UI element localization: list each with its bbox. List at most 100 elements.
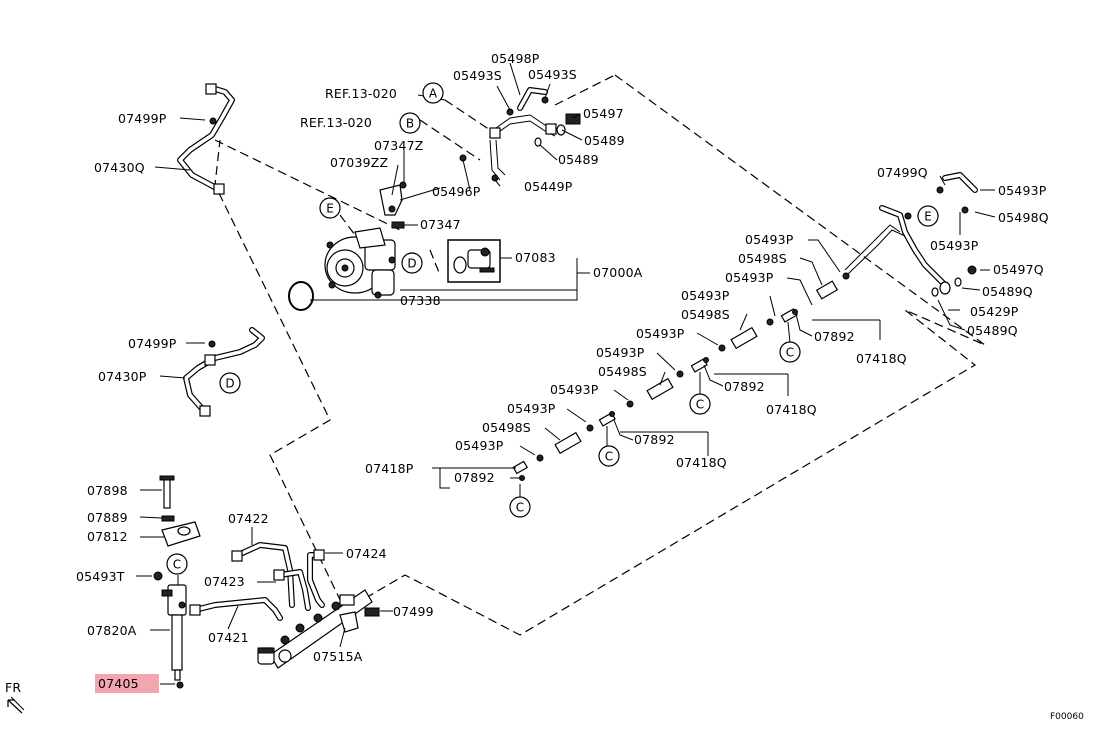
label-07812[interactable]: 07812 bbox=[87, 529, 128, 544]
label-05493P[interactable]: 05493P bbox=[507, 401, 556, 416]
svg-text:C: C bbox=[605, 450, 613, 464]
label-07418Q[interactable]: 07418Q bbox=[766, 402, 817, 417]
label-05489Q[interactable]: 05489Q bbox=[967, 323, 1018, 338]
label-07515A[interactable]: 07515A bbox=[313, 649, 363, 664]
return-chain-row3[interactable] bbox=[536, 411, 616, 462]
return-pipe-right[interactable] bbox=[842, 172, 978, 297]
label-07499P[interactable]: 07499P bbox=[118, 111, 167, 126]
svg-text:B: B bbox=[406, 117, 414, 131]
common-rail-07515A[interactable] bbox=[257, 589, 380, 669]
pipe-07430Q[interactable] bbox=[177, 83, 235, 195]
callout-c-row4: C bbox=[509, 496, 531, 518]
fr-label: FR bbox=[5, 680, 21, 695]
return-pipe-top[interactable] bbox=[459, 87, 581, 182]
label-05497Q[interactable]: 05497Q bbox=[993, 262, 1044, 277]
label-ref-13-020[interactable]: REF.13-020 bbox=[325, 86, 397, 101]
label-07418Q[interactable]: 07418Q bbox=[856, 351, 907, 366]
label-07430P[interactable]: 07430P bbox=[98, 369, 147, 384]
return-chain-row4[interactable] bbox=[512, 460, 529, 481]
label-07889[interactable]: 07889 bbox=[87, 510, 128, 525]
label-05498S[interactable]: 05498S bbox=[738, 251, 787, 266]
injection-pipes[interactable] bbox=[189, 542, 325, 621]
label-07422[interactable]: 07422 bbox=[228, 511, 269, 526]
label-05493S[interactable]: 05493S bbox=[528, 67, 577, 82]
label-05498S[interactable]: 05498S bbox=[598, 364, 647, 379]
bolt-07347[interactable] bbox=[391, 221, 405, 229]
label-07892[interactable]: 07892 bbox=[454, 470, 495, 485]
label-07421[interactable]: 07421 bbox=[208, 630, 249, 645]
label-07499Q[interactable]: 07499Q bbox=[877, 165, 928, 180]
label-05493S[interactable]: 05493S bbox=[453, 68, 502, 83]
return-chain-row1[interactable] bbox=[718, 280, 839, 352]
label-05498S[interactable]: 05498S bbox=[681, 307, 730, 322]
fitting bbox=[213, 183, 225, 195]
label-05493P[interactable]: 05493P bbox=[998, 183, 1047, 198]
o-ring-07338[interactable] bbox=[288, 281, 314, 311]
label-07418P[interactable]: 07418P bbox=[365, 461, 414, 476]
label-05489[interactable]: 05489 bbox=[584, 133, 625, 148]
label-07423[interactable]: 07423 bbox=[204, 574, 245, 589]
label-05493P[interactable]: 05493P bbox=[681, 288, 730, 303]
label-05449P[interactable]: 05449P bbox=[524, 179, 573, 194]
label-07039ZZ[interactable]: 07039ZZ bbox=[330, 155, 388, 170]
label-07898[interactable]: 07898 bbox=[87, 483, 128, 498]
label-07338[interactable]: 07338 bbox=[400, 293, 441, 308]
callout-e-right: E bbox=[917, 205, 939, 227]
label-07499[interactable]: 07499 bbox=[393, 604, 434, 619]
fitting bbox=[199, 405, 211, 417]
return-chain-row2[interactable] bbox=[626, 357, 709, 408]
pipe-07430P[interactable] bbox=[183, 327, 265, 417]
label-05498P[interactable]: 05498P bbox=[491, 51, 540, 66]
svg-text:E: E bbox=[326, 202, 334, 216]
label-05496P[interactable]: 05496P bbox=[432, 184, 481, 199]
svg-text:E: E bbox=[924, 210, 932, 224]
svg-text:C: C bbox=[786, 346, 794, 360]
label-05493P[interactable]: 05493P bbox=[725, 270, 774, 285]
label-07430Q[interactable]: 07430Q bbox=[94, 160, 145, 175]
bracket-07039ZZ[interactable] bbox=[379, 181, 407, 216]
figure-code: F00060 bbox=[1050, 712, 1084, 722]
label-07347Z[interactable]: 07347Z bbox=[374, 138, 424, 153]
label-07820A[interactable]: 07820A bbox=[87, 623, 137, 638]
valve-07083[interactable] bbox=[447, 239, 501, 283]
svg-text:C: C bbox=[516, 501, 524, 515]
callout-c-row1: C bbox=[779, 341, 801, 363]
label-05493P[interactable]: 05493P bbox=[596, 345, 645, 360]
label-05489Q[interactable]: 05489Q bbox=[982, 284, 1033, 299]
callout-e-left: E bbox=[319, 197, 341, 219]
label-07499P[interactable]: 07499P bbox=[128, 336, 177, 351]
label-05493P[interactable]: 05493P bbox=[550, 382, 599, 397]
svg-text:A: A bbox=[429, 87, 438, 101]
dashed-boundaries bbox=[214, 74, 986, 636]
label-05493P[interactable]: 05493P bbox=[636, 326, 685, 341]
label-07347[interactable]: 07347 bbox=[420, 217, 461, 232]
label-07424[interactable]: 07424 bbox=[346, 546, 387, 561]
label-07892[interactable]: 07892 bbox=[724, 379, 765, 394]
label-07405[interactable]: 07405 bbox=[98, 676, 139, 691]
callout-d-pump: D bbox=[401, 252, 423, 274]
injector-07820A[interactable] bbox=[153, 475, 201, 689]
label-07892[interactable]: 07892 bbox=[814, 329, 855, 344]
label-05498Q[interactable]: 05498Q bbox=[998, 210, 1049, 225]
label-07892[interactable]: 07892 bbox=[634, 432, 675, 447]
label-05493P[interactable]: 05493P bbox=[745, 232, 794, 247]
label-ref-13-020[interactable]: REF.13-020 bbox=[300, 115, 372, 130]
svg-text:C: C bbox=[696, 398, 704, 412]
label-07000A[interactable]: 07000A bbox=[593, 265, 643, 280]
label-05429P[interactable]: 05429P bbox=[970, 304, 1019, 319]
label-07418Q[interactable]: 07418Q bbox=[676, 455, 727, 470]
fuel-pump-07000A[interactable] bbox=[324, 227, 396, 299]
callout-c-row3: C bbox=[598, 445, 620, 467]
label-05497[interactable]: 05497 bbox=[583, 106, 624, 121]
highlight-07405 bbox=[95, 674, 159, 693]
fitting bbox=[205, 83, 217, 95]
label-05493P[interactable]: 05493P bbox=[455, 438, 504, 453]
callout-c-row2: C bbox=[689, 393, 711, 415]
label-07083[interactable]: 07083 bbox=[515, 250, 556, 265]
label-05498S[interactable]: 05498S bbox=[482, 420, 531, 435]
label-05493T[interactable]: 05493T bbox=[76, 569, 125, 584]
label-05493P[interactable]: 05493P bbox=[930, 238, 979, 253]
label-05489[interactable]: 05489 bbox=[558, 152, 599, 167]
